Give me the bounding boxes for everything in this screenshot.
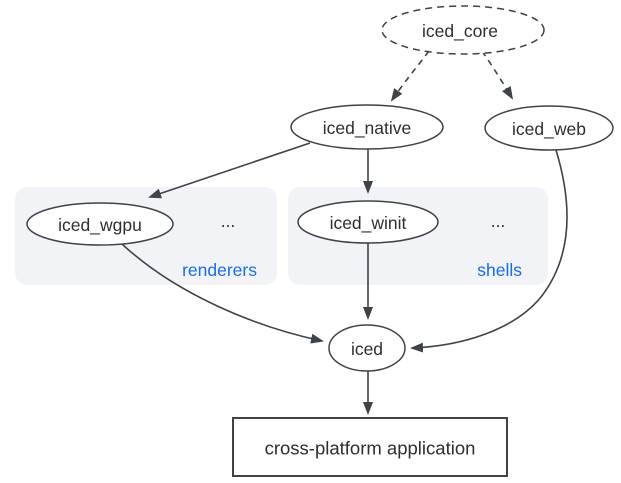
iced-node [328, 324, 406, 372]
edge-iced-wgpu-to-iced [121, 243, 324, 344]
application-node [232, 417, 508, 477]
shells-ellipsis: ... [491, 211, 506, 231]
renderers-group-label: renderers [182, 260, 257, 280]
iced-core-node [381, 5, 545, 55]
shells-group-label: shells [477, 260, 522, 280]
iced-web-label: iced_web [512, 119, 586, 140]
edge-iced-web-to-iced [410, 149, 568, 353]
renderers-ellipsis: ... [221, 211, 236, 231]
iced-winit-label: iced_winit [330, 213, 407, 234]
iced-web-node [484, 105, 614, 151]
edge-iced-native-to-iced-wgpu [148, 142, 311, 199]
iced-core-label: iced_core [422, 21, 498, 42]
iced-winit-node [297, 200, 439, 244]
application-label: cross-platform application [265, 438, 476, 459]
edge-iced-core-to-iced-web [481, 50, 514, 100]
iced-native-node [290, 104, 444, 150]
iced-label: iced [351, 339, 383, 359]
iced-wgpu-label: iced_wgpu [58, 215, 142, 236]
iced-native-label: iced_native [323, 118, 412, 139]
iced-wgpu-node [26, 202, 174, 246]
edge-iced-core-to-iced-native [390, 50, 430, 102]
